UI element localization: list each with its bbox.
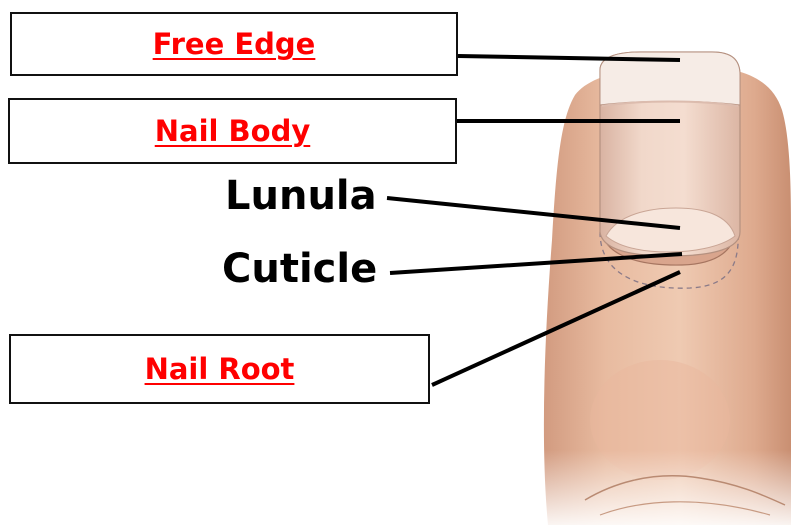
nail-root-label: Nail Root (145, 352, 295, 386)
free-edge-label: Free Edge (153, 27, 316, 61)
nail-root-label-box: Nail Root (9, 334, 430, 404)
free-edge-label-box: Free Edge (10, 12, 458, 76)
cuticle-label: Cuticle (222, 249, 377, 289)
nail-body-label: Nail Body (155, 114, 311, 148)
lunula-label: Lunula (225, 176, 377, 216)
nail-body-label-box: Nail Body (8, 98, 457, 164)
